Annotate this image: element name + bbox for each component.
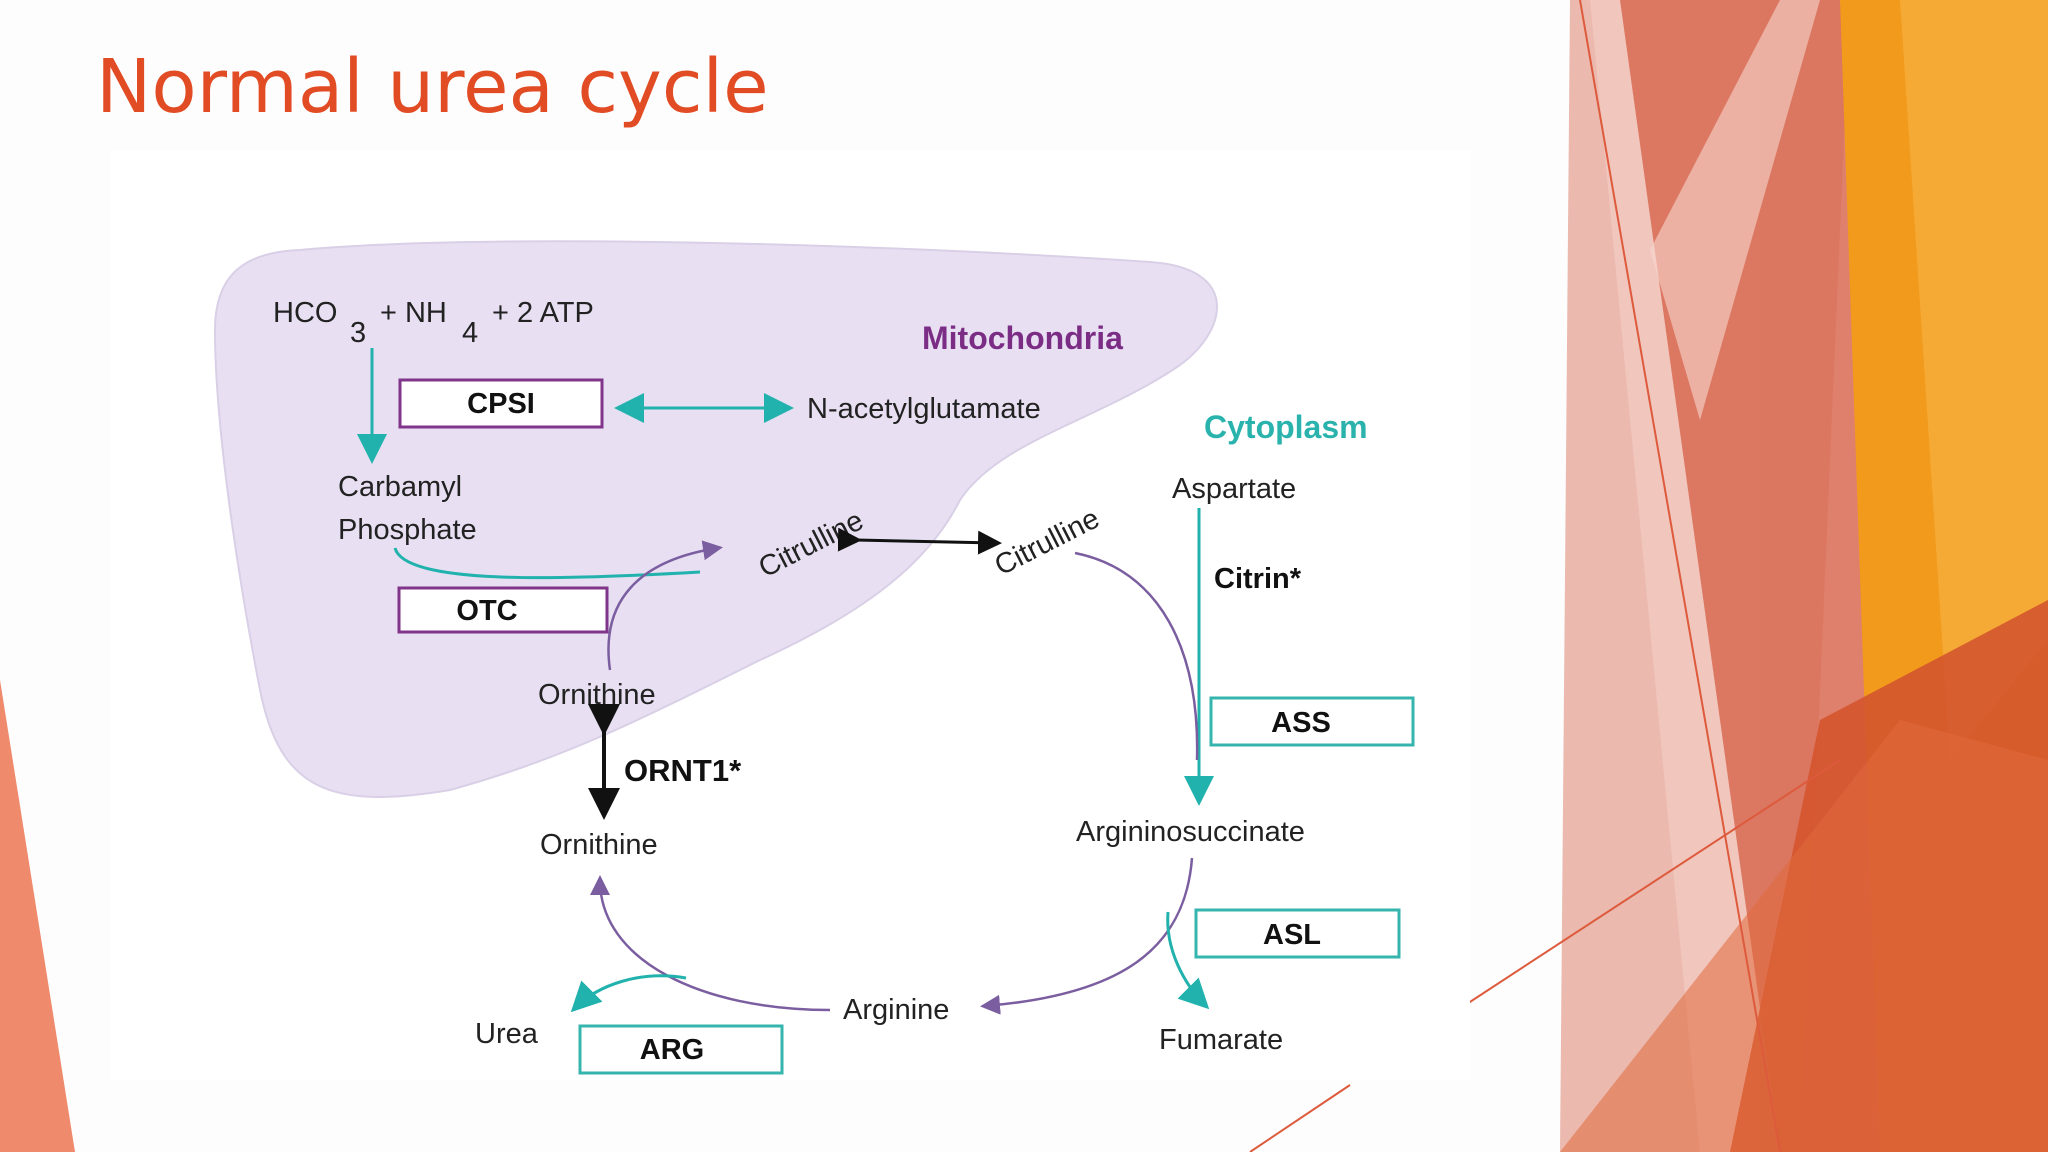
metabolite-carbamyl: Carbamyl bbox=[338, 471, 462, 503]
arrow-to-urea bbox=[570, 974, 687, 1013]
deco-line-3 bbox=[1249, 1084, 1351, 1152]
arrow-to-fumarate bbox=[1166, 911, 1210, 1010]
arrow-citrulline-transport bbox=[837, 527, 1002, 555]
deco-left-wedge bbox=[0, 680, 75, 1152]
metabolite-phosphate: Phosphate bbox=[338, 514, 477, 546]
enzyme-box-ass bbox=[1209, 696, 1415, 747]
enzyme-box-asl bbox=[1194, 908, 1401, 959]
substrate-nh4: + NH bbox=[380, 297, 447, 329]
cytoplasm-label: Cytoplasm bbox=[1204, 409, 1368, 445]
metabolite-n-acetylglutamate: N-acetylglutamate bbox=[807, 393, 1041, 425]
enzyme-box-otc bbox=[397, 586, 609, 634]
transporter-citrin: Citrin* bbox=[1214, 563, 1302, 595]
slide-title: Normal urea cycle bbox=[96, 44, 769, 130]
metabolite-ornithine-cyto: Ornithine bbox=[540, 829, 658, 861]
substrate-hco3-subscript: 3 bbox=[350, 317, 366, 349]
deco-line-1 bbox=[1579, 0, 1781, 1152]
enzyme-ass: ASS bbox=[1271, 707, 1331, 739]
substrate-hco3: HCO bbox=[273, 297, 337, 329]
metabolite-urea: Urea bbox=[475, 1018, 539, 1050]
enzyme-otc: OTC bbox=[456, 595, 517, 627]
metabolite-aspartate: Aspartate bbox=[1172, 473, 1296, 505]
metabolite-argininosuccinate: Argininosuccinate bbox=[1076, 816, 1305, 848]
metabolite-ornithine-mito: Ornithine bbox=[538, 679, 656, 711]
mitochondria-label: Mitochondria bbox=[922, 320, 1123, 356]
enzyme-box-arg bbox=[578, 1024, 784, 1075]
metabolite-arginine: Arginine bbox=[843, 994, 949, 1026]
deco-band-rust bbox=[1560, 720, 2048, 1152]
arrow-ornithine-to-citrulline bbox=[607, 540, 723, 671]
substrate-nh4-subscript: 4 bbox=[462, 317, 478, 349]
arrow-citrulline-to-argininosuccinate bbox=[1074, 551, 1199, 761]
enzyme-cpsi: CPSI bbox=[467, 388, 535, 420]
enzyme-arg: ARG bbox=[640, 1034, 704, 1066]
metabolite-fumarate: Fumarate bbox=[1159, 1024, 1283, 1056]
enzyme-asl: ASL bbox=[1263, 919, 1321, 951]
enzyme-box-cpsi bbox=[398, 378, 604, 429]
deco-band-light bbox=[1650, 0, 1820, 420]
deco-line-2 bbox=[1449, 759, 1841, 1016]
substrate-atp: + 2 ATP bbox=[492, 297, 594, 329]
deco-band-amber bbox=[1900, 0, 2048, 760]
arrow-argininosuccinate-to-arginine bbox=[980, 857, 1194, 1015]
transporter-ornt1: ORNT1* bbox=[624, 753, 742, 788]
